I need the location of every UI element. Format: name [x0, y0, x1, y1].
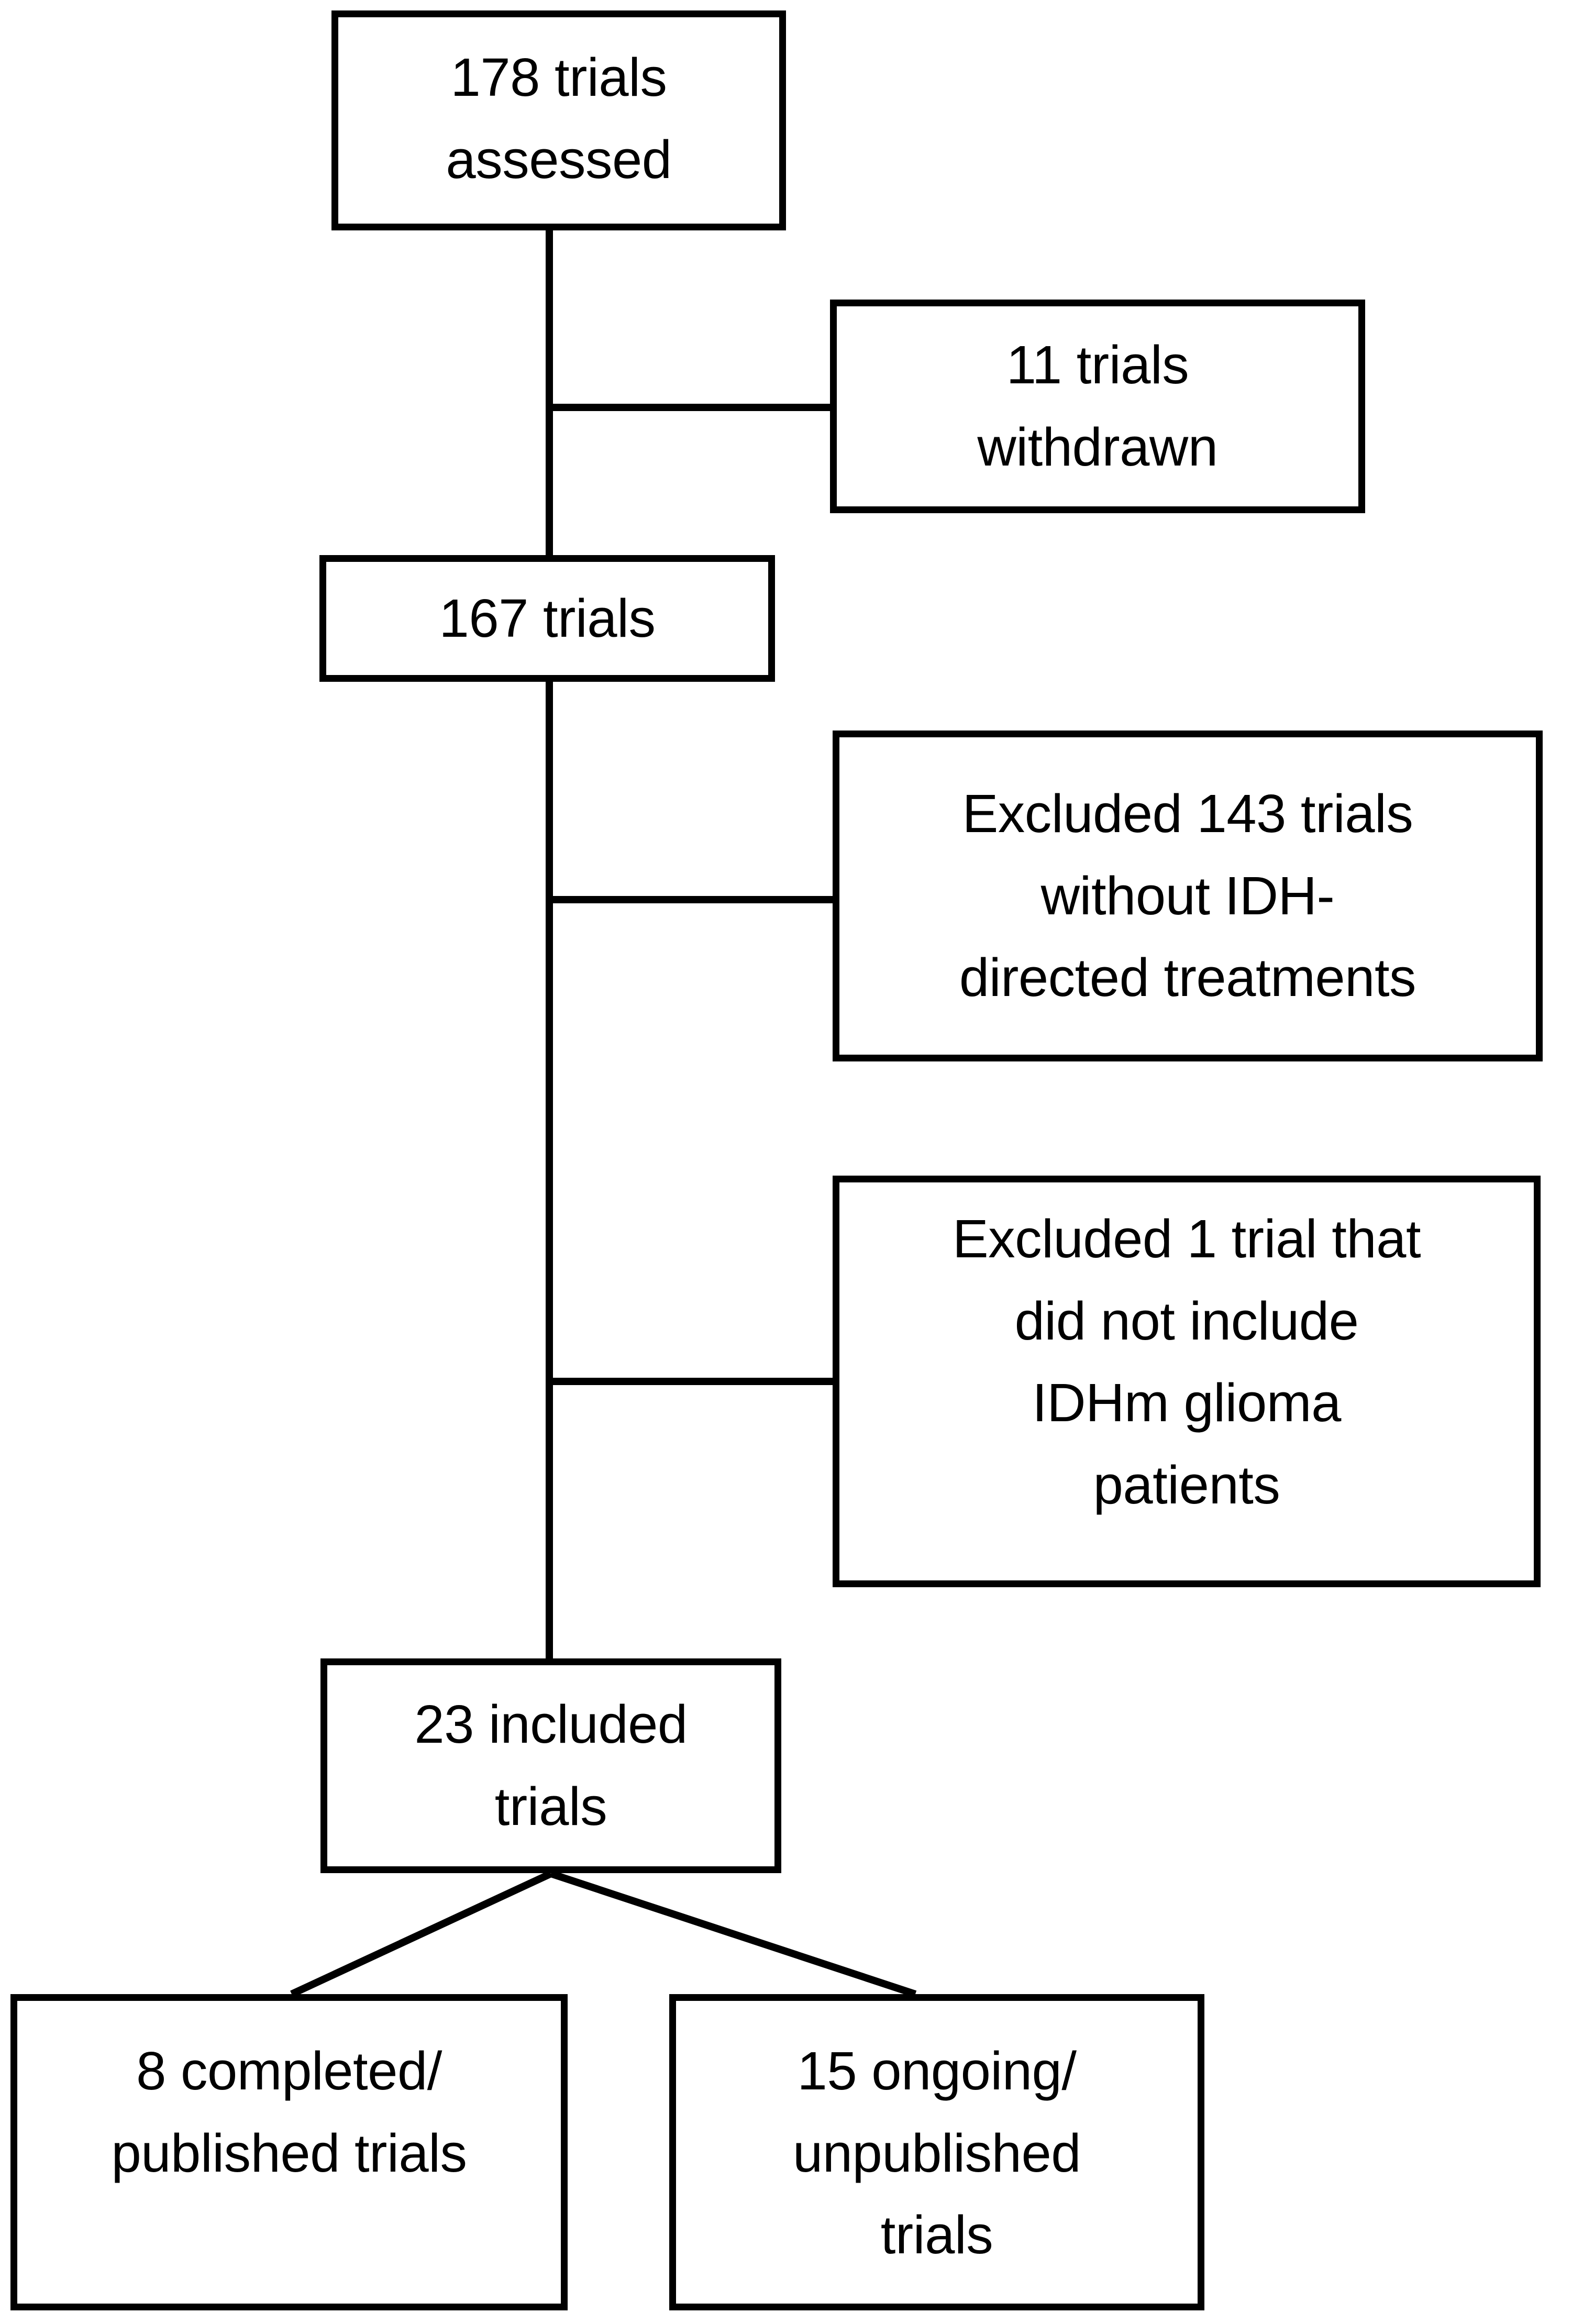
- node-167-trials-label: 167 trials: [439, 588, 656, 648]
- node-completed-published-trials-label: 8 completed/ published trials: [111, 2041, 467, 2183]
- node-excluded-1-trial-label: Excluded 1 trial that did not include ID…: [952, 1209, 1421, 1515]
- node-trials-withdrawn-label: 11 trials withdrawn: [977, 335, 1218, 477]
- node-trials-assessed[interactable]: 178 trials assessed: [331, 10, 786, 230]
- node-excluded-143-trials[interactable]: Excluded 143 trials without IDH- directe…: [833, 731, 1543, 1061]
- node-167-trials[interactable]: 167 trials: [319, 555, 775, 682]
- node-excluded-1-trial[interactable]: Excluded 1 trial that did not include ID…: [833, 1176, 1541, 1587]
- node-ongoing-unpublished-trials[interactable]: 15 ongoing/ unpublished trials: [669, 1994, 1204, 2310]
- node-completed-published-trials[interactable]: 8 completed/ published trials: [10, 1994, 568, 2310]
- node-trials-withdrawn[interactable]: 11 trials withdrawn: [830, 300, 1365, 513]
- node-included-trials[interactable]: 23 included trials: [320, 1658, 781, 1873]
- connector-to-completed: [290, 1870, 552, 1998]
- node-excluded-143-trials-label: Excluded 143 trials without IDH- directe…: [959, 783, 1416, 1008]
- connector-to-ongoing: [549, 1870, 917, 1998]
- node-included-trials-label: 23 included trials: [414, 1694, 688, 1836]
- node-ongoing-unpublished-trials-label: 15 ongoing/ unpublished trials: [792, 2041, 1081, 2265]
- node-trials-assessed-label: 178 trials assessed: [446, 47, 672, 190]
